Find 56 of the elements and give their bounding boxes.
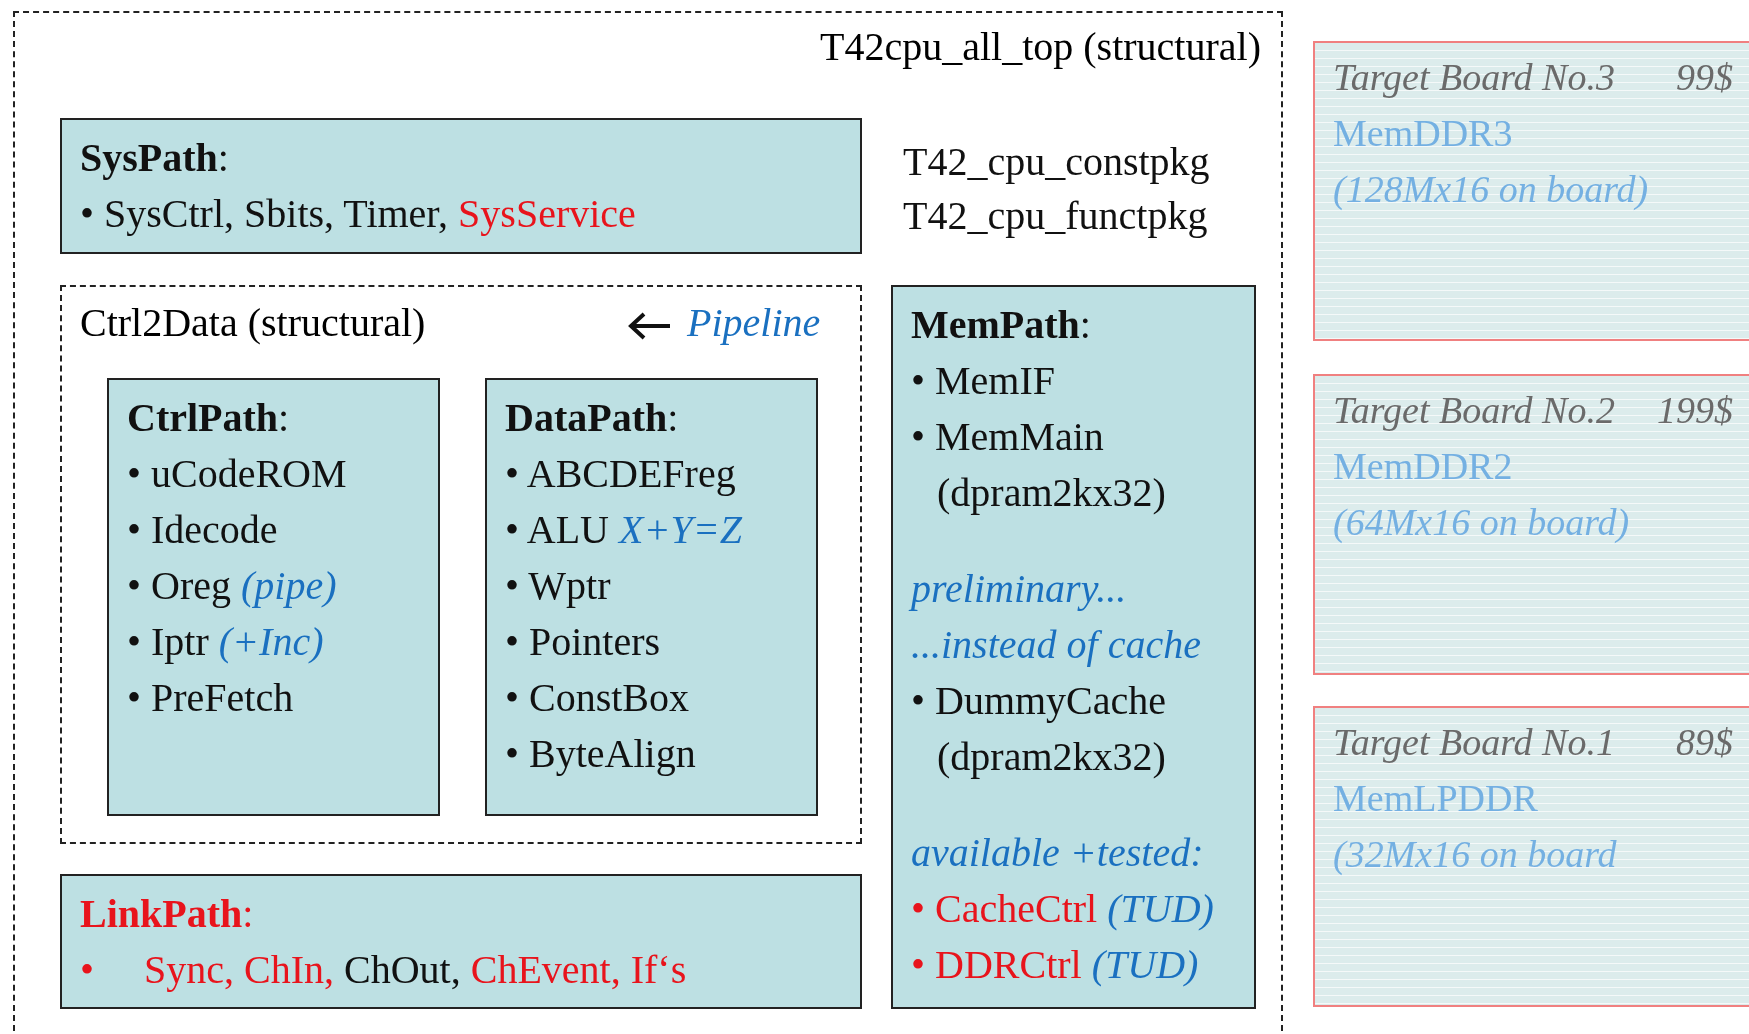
price-label: 199$ [1657,388,1733,433]
module-box [891,285,1256,1009]
module-heading: CtrlPath: [127,394,291,442]
list-item: Sync, ChIn, [144,947,334,992]
list-item: • CacheCtrl (TUD) [911,885,1215,933]
module-frame [13,11,1283,1034]
module-box [60,118,862,254]
list-item: • DDRCtrl (TUD) [911,941,1200,989]
module-name: MemDDR2 [1333,444,1514,489]
list-item: • ALU X+Y=Z [505,506,744,554]
note-text: ...instead of cache [911,621,1202,669]
list-item: SysService [458,191,636,236]
module-heading: MemPath: [911,301,1092,349]
list-item: • PreFetch [127,674,295,722]
list-item: • DummyCache (dpram2kx32) [911,677,1168,781]
module-heading: LinkPath: [80,890,255,938]
module-box [60,874,862,1009]
list-item: • Pointers [505,618,662,666]
pipeline-note: Pipeline [687,299,821,346]
list-item: • ConstBox [505,674,691,722]
list-item: • MemIF [911,357,1056,405]
board-title: Target Board No.2 [1333,389,1615,431]
module-heading: SysPath: [80,134,230,182]
board-card [1313,374,1749,675]
package-name: T42_cpu_constpkg [903,138,1210,185]
list-item: ChOut, [344,947,461,992]
board-title: Target Board No.3 [1333,56,1615,98]
list-item: ChEvent, If‘s [470,947,687,992]
note-text: available +tested: [911,829,1205,877]
module-title: T42cpu_all_top (structural) [820,23,1261,70]
board-title: Target Board No.1 [1333,721,1615,763]
module-name: MemDDR3 [1333,111,1514,156]
list-item: • SysCtrl, Sbits, Timer, [80,191,449,236]
memory-note: (32Mx16 on board [1333,832,1618,877]
module-box [485,378,818,816]
list-item: • ABCDEFreg [505,450,737,498]
board-card [1313,706,1749,1007]
list-item: • Idecode [127,506,279,554]
price-label: 89$ [1676,720,1733,765]
board-card [1313,41,1749,341]
list-item: • Oreg (pipe) [127,562,338,610]
memory-note: (64Mx16 on board) [1333,500,1631,545]
module-frame [60,285,862,844]
module-name: MemLPDDR [1333,776,1539,821]
module-box [107,378,440,816]
module-title: Ctrl2Data (structural) [80,299,426,346]
list-item: • Iptr (+Inc) [127,618,325,666]
package-name: T42_cpu_functpkg [903,192,1208,239]
list-item: • MemMain (dpram2kx32) [911,413,1167,517]
list-item: • Wptr [505,562,612,610]
list-item: • uCodeROM [127,450,348,498]
list-item: • ByteAlign [505,730,697,778]
module-heading: DataPath: [505,394,680,442]
memory-note: (128Mx16 on board) [1333,167,1650,212]
list-item: • [80,947,94,992]
price-label: 99$ [1676,55,1733,100]
